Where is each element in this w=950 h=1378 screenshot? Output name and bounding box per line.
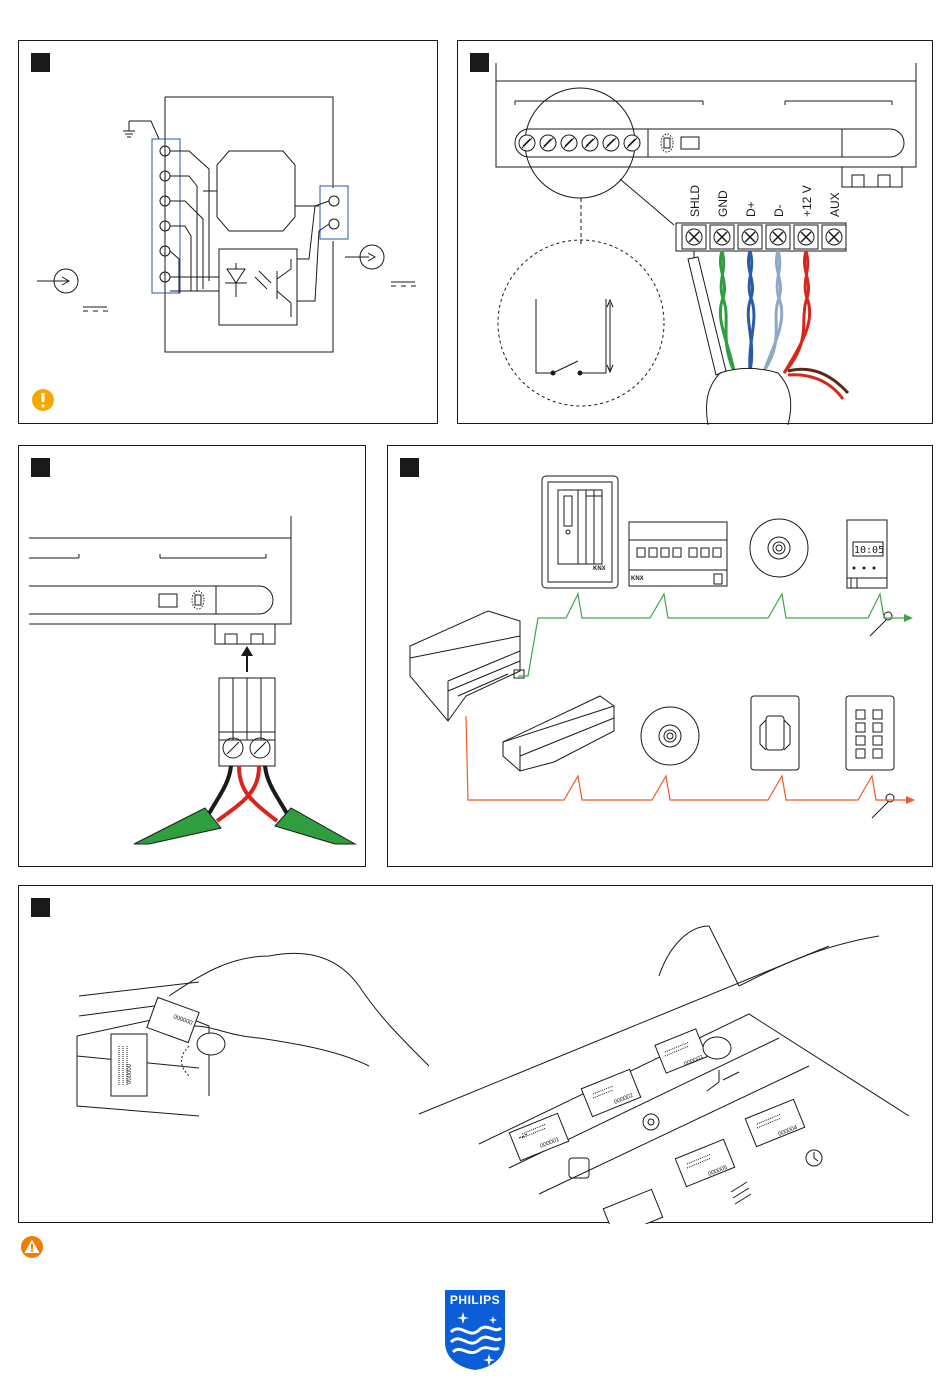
terminal-label-12v: +12 V — [800, 185, 814, 217]
philips-logo: PHILIPS — [443, 1288, 507, 1372]
terminal-label-shld: SHLD — [688, 185, 702, 217]
timer-display: 10:05 — [854, 545, 884, 556]
label-code-device: 000000 — [127, 1063, 133, 1084]
terminal-label-d-minus: D- — [772, 204, 786, 217]
step-3-panel — [18, 445, 366, 867]
step-1-panel — [18, 40, 438, 424]
wiring-schematic — [19, 41, 439, 425]
knx-logo-2: KNX — [631, 576, 644, 582]
step-5-panel: 000000 000000 000001 000002 000003 00000… — [18, 885, 933, 1223]
caution-icon — [32, 389, 54, 411]
warning-icon — [20, 1235, 44, 1259]
terminal-block-detail: SHLD GND D+ D- +12 V AUX — [458, 41, 934, 425]
brand-name: PHILIPS — [450, 1293, 500, 1307]
plug-connector-detail — [19, 446, 367, 868]
label-sticker-illustration: 000000 000000 000001 000002 000003 00000… — [19, 886, 934, 1224]
terminal-label-d-plus: D+ — [744, 201, 758, 217]
step-4-panel: 10:05 KNX KNX — [387, 445, 933, 867]
system-topology: 10:05 KNX KNX — [388, 446, 934, 868]
terminal-label-gnd: GND — [716, 190, 730, 217]
knx-logo-1: KNX — [593, 566, 606, 572]
terminal-labels: SHLD GND D+ D- +12 V AUX — [688, 185, 842, 217]
terminal-label-aux: AUX — [828, 192, 842, 217]
step-2-panel: SHLD GND D+ D- +12 V AUX — [457, 40, 933, 424]
